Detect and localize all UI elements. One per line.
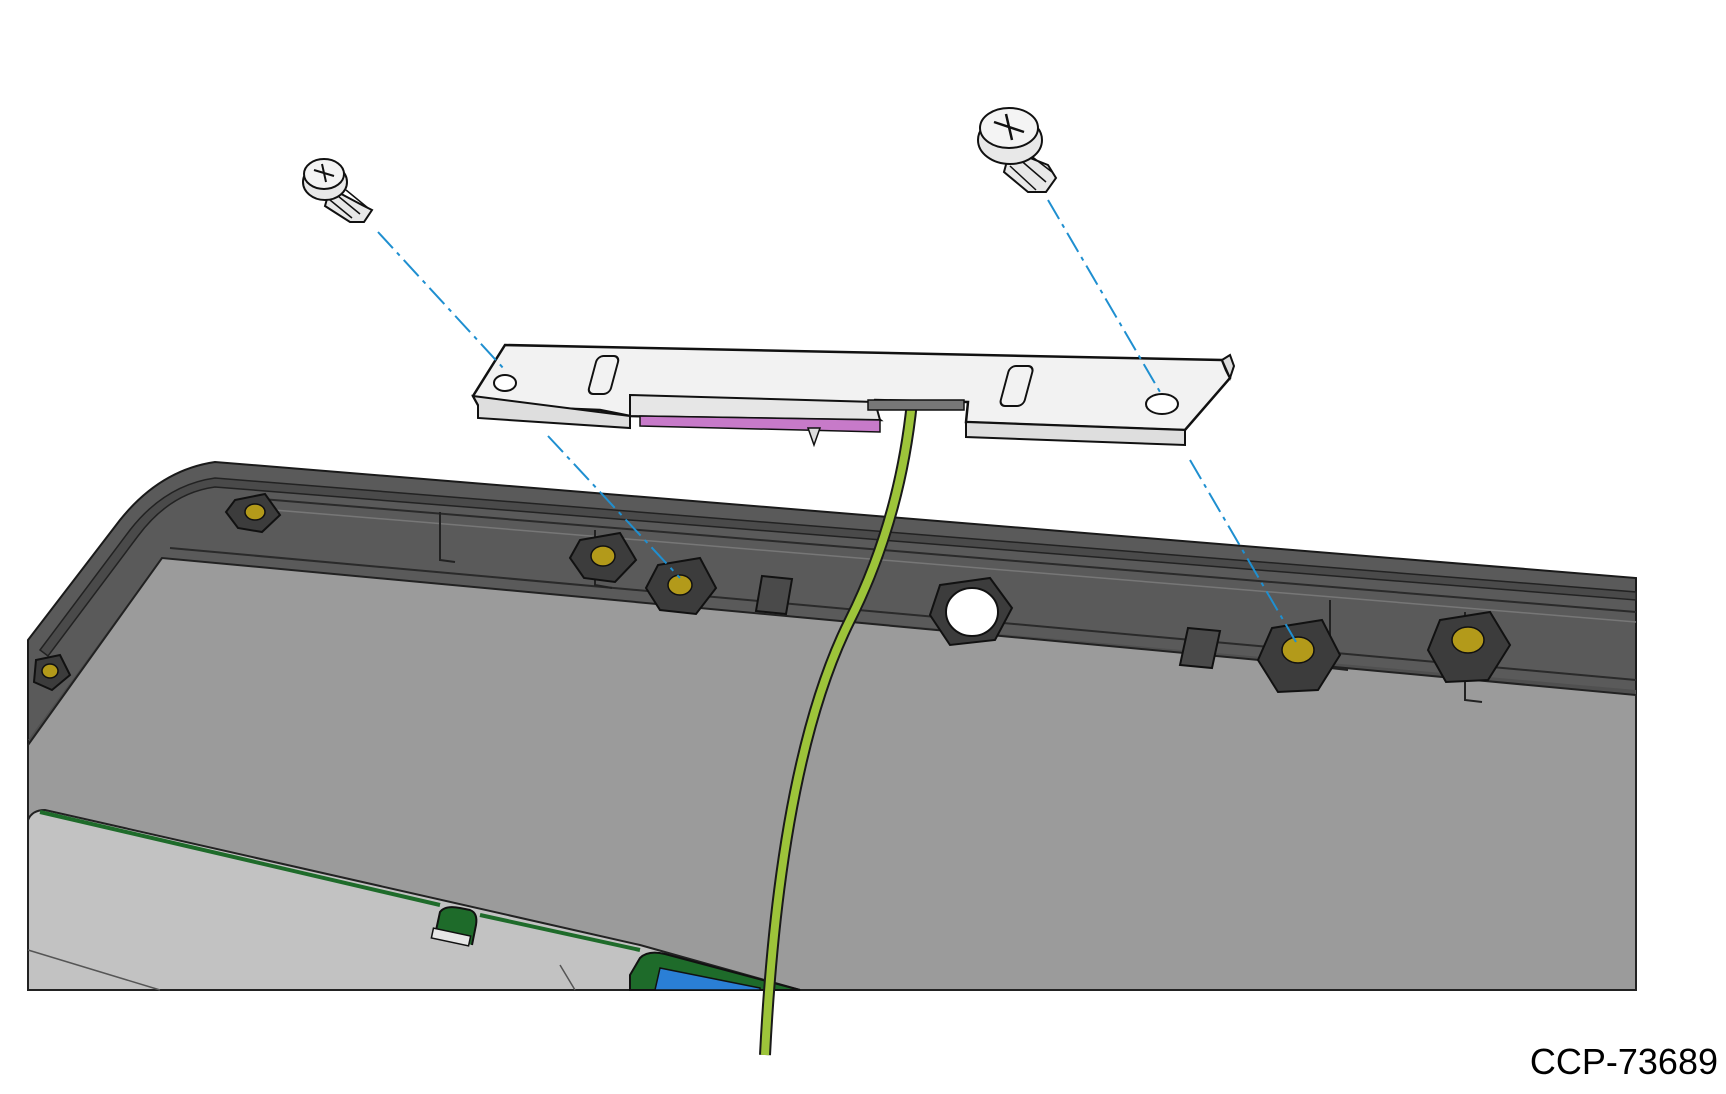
bracket-slot — [587, 355, 620, 395]
cable-clamp — [867, 399, 965, 411]
boss-right-target — [1256, 618, 1342, 694]
guide-lines — [377, 199, 1297, 643]
phillips-icon — [313, 163, 335, 183]
channel-line — [249, 497, 1637, 613]
guide-line-left-upper — [377, 231, 506, 371]
boss-right-far — [1426, 610, 1512, 684]
figure-label: CCP-73689 — [1529, 1041, 1718, 1082]
wall-slot — [1178, 626, 1222, 670]
guide-line-right-lower — [1189, 459, 1297, 643]
bracket-lip — [1220, 353, 1236, 381]
pcb-edge — [39, 810, 641, 952]
inner-panel-line — [27, 949, 161, 991]
rib — [439, 512, 456, 563]
boss-left-mid — [568, 531, 638, 584]
phillips-icon — [993, 113, 1025, 141]
boss-left-far — [224, 492, 282, 534]
ground-cable — [759, 401, 918, 1056]
enclosure-panel — [27, 460, 1637, 991]
cable-grommet — [928, 576, 1014, 647]
channel-line — [249, 507, 1637, 623]
boss-edge — [32, 653, 72, 692]
bracket-slot — [999, 365, 1034, 407]
channel-line — [169, 547, 1637, 681]
screw-left — [302, 158, 374, 223]
bracket-hole-right — [1145, 393, 1179, 415]
bracket-front-edge — [471, 394, 1186, 447]
blue-connector — [654, 967, 761, 991]
pcb-clip — [430, 927, 472, 947]
sensor-tab — [806, 427, 822, 448]
inner-panel-line — [559, 964, 576, 991]
enclosure-rim — [38, 477, 1637, 658]
mounting-bracket — [471, 343, 1236, 448]
boss-left-target — [644, 556, 718, 616]
guide-line-left-lower — [547, 435, 681, 579]
bracket-hole-left — [493, 374, 517, 392]
wall-slot — [754, 574, 794, 616]
screw-right — [977, 107, 1058, 193]
